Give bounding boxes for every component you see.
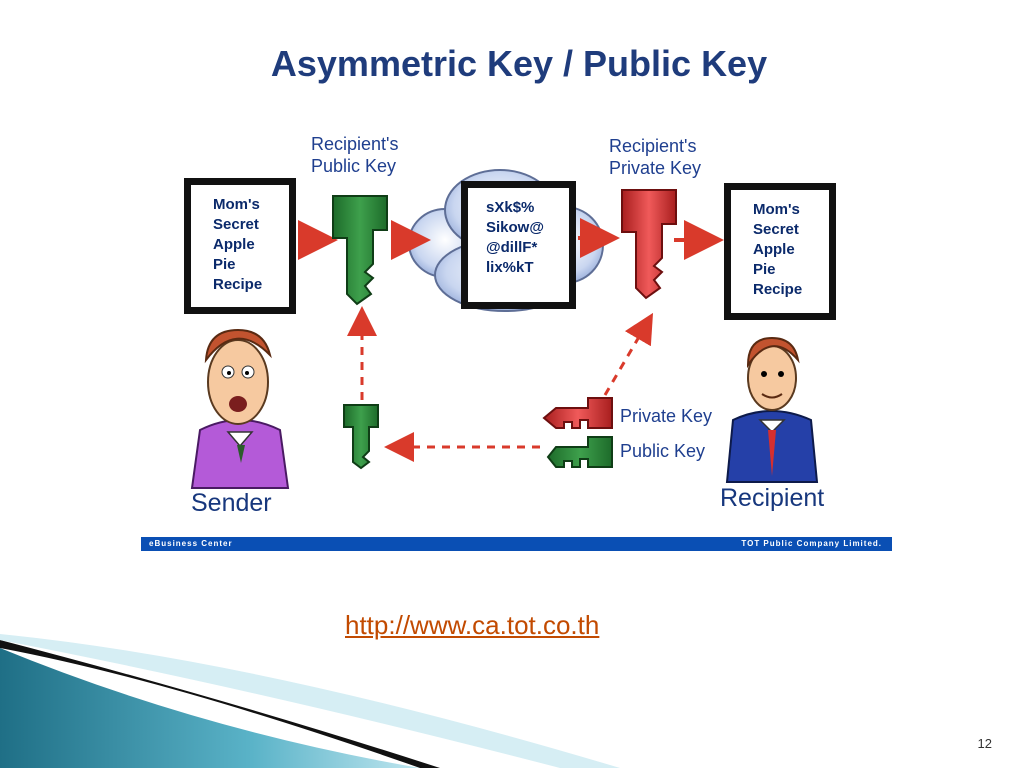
page-number: 12 <box>977 736 992 751</box>
sender-figure <box>190 328 290 489</box>
doc-right-line: Pie <box>753 261 776 278</box>
cipher-line: sXk$% <box>486 199 535 216</box>
doc-right-line: Recipe <box>753 281 803 298</box>
doc-right-line: Mom's <box>753 201 800 218</box>
slide-title: Asymmetric Key / Public Key <box>270 43 768 84</box>
image-footer-bar: eBusiness Center TOT Public Company Limi… <box>141 537 892 551</box>
recipient-figure <box>725 336 819 483</box>
cipher-line: @dillF* <box>486 239 538 256</box>
plain-document-right: Mom's Secret Apple Pie Recipe <box>724 183 836 320</box>
private-key-icon <box>621 189 677 300</box>
source-link[interactable]: http://www.ca.tot.co.th <box>345 610 600 640</box>
cipher-document: sXk$% Sikow@ @dillF* lix%kT <box>461 181 576 309</box>
plain-document-left: Mom's Secret Apple Pie Recipe <box>184 178 296 314</box>
public-key-icon <box>332 195 388 306</box>
footer-right-text: TOT Public Company Limited. <box>741 539 882 548</box>
legend-private-key-text: Private Key <box>620 406 713 426</box>
sender-label: Sender <box>191 489 272 517</box>
recipient-label: Recipient <box>720 484 825 512</box>
footer-left-text: eBusiness Center <box>149 539 233 548</box>
doc-left-line: Mom's <box>213 196 260 213</box>
slide-decoration <box>0 634 620 768</box>
doc-right-line: Secret <box>753 221 799 238</box>
doc-left-line: Apple <box>213 236 255 253</box>
public-key-label-line1: Recipient's <box>311 134 399 154</box>
public-key-label-line2: Public Key <box>311 156 397 176</box>
legend-public-key-text: Public Key <box>620 441 706 461</box>
legend-private-key-icon <box>542 397 613 429</box>
doc-left-line: Secret <box>213 216 259 233</box>
cipher-line: lix%kT <box>486 259 534 276</box>
private-key-label-line2: Private Key <box>609 158 702 178</box>
diagram-graphics <box>190 189 819 489</box>
doc-right-line: Apple <box>753 241 795 258</box>
sender-public-key-icon <box>343 404 379 470</box>
legend-public-key-icon <box>546 436 613 468</box>
dashed-arrow-up-to-private-key <box>603 312 654 396</box>
cipher-line: Sikow@ <box>486 219 544 236</box>
public-key-label: Recipient's Public Key <box>311 133 398 177</box>
private-key-label: Recipient's Private Key <box>609 135 701 179</box>
doc-left-line: Recipe <box>213 276 263 293</box>
doc-left-line: Pie <box>213 256 236 273</box>
private-key-label-line1: Recipient's <box>609 136 697 156</box>
